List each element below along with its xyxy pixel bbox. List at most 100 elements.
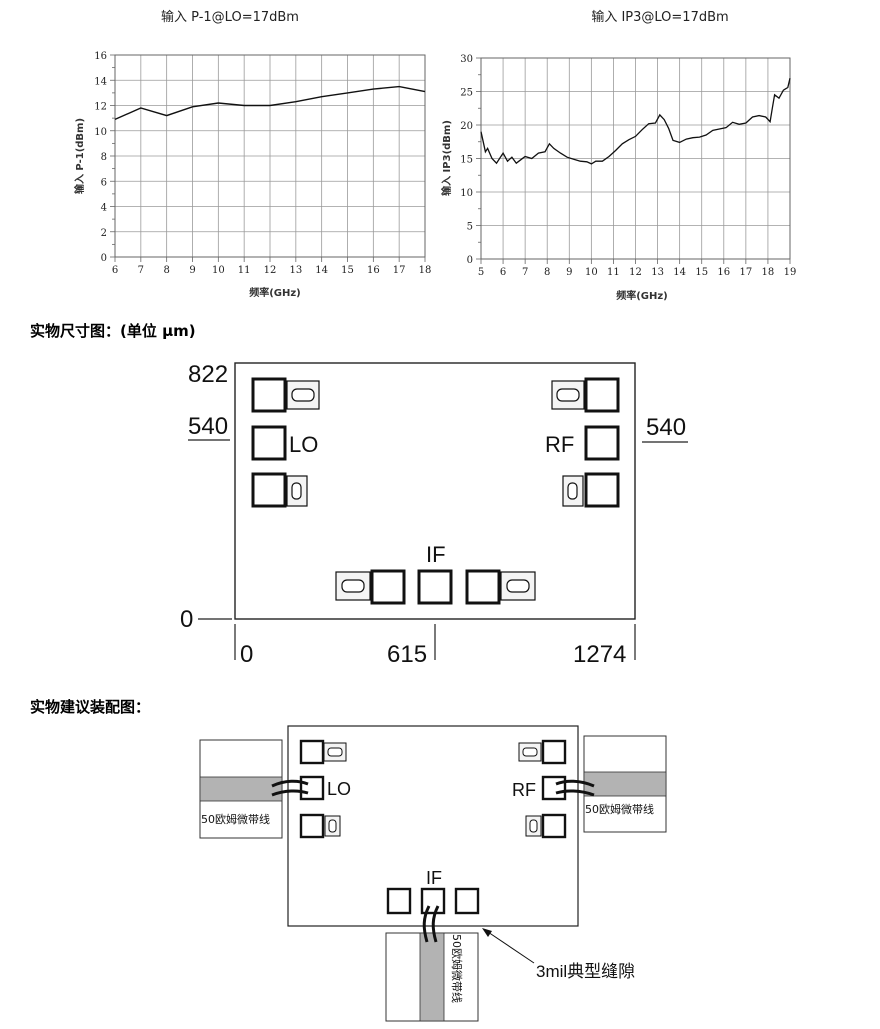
pin-lo-label: LO [327, 779, 351, 799]
chart1-xtick-label: 17 [393, 265, 406, 276]
chart1-xtick-label: 7 [138, 265, 144, 276]
cap-rf-top-inner [522, 747, 538, 757]
chart2-series-line [480, 77, 791, 165]
bondwire-if-2 [431, 905, 440, 943]
dim-right-540: 540 [646, 414, 686, 441]
chart1-ytick-label: 12 [94, 102, 107, 113]
chart2-xlabel: 频率(GHz) [616, 289, 668, 302]
pad-rf-top [584, 377, 620, 413]
chart2-ytick-label: 0 [467, 255, 473, 266]
bondwire-lo-2 [271, 789, 309, 797]
bondwire-lo-1 [271, 779, 309, 788]
chart1-xtick-label: 9 [189, 265, 195, 276]
chart2-grid [480, 57, 791, 260]
chart2-ytick-label: 30 [460, 54, 473, 65]
dim-zero-y: 0 [180, 606, 193, 633]
chart1-ylabel: 输入 P-1(dBm) [73, 118, 86, 194]
chart1-xtick-label: 8 [163, 265, 169, 276]
microstrip-right-label: 50欧姆微带线 [585, 802, 654, 816]
chart2-xtick-label: 9 [566, 267, 572, 278]
chart2-xtick-label: 18 [762, 267, 775, 278]
bondwire-rf-1 [555, 779, 595, 788]
pad-rf-bottom [541, 813, 567, 839]
chart2-ytick-label: 10 [460, 188, 473, 199]
pad-if [417, 569, 453, 605]
cap-rf-top-inner [556, 388, 580, 402]
pin-if-label: IF [426, 868, 442, 888]
chart2-xtick-label: 16 [717, 267, 730, 278]
microstrip-bottom-line [419, 932, 445, 1022]
cap-if-left-inner [341, 579, 365, 593]
chart2-xtick-label: 14 [673, 267, 686, 278]
chart1-xlabel: 频率(GHz) [249, 286, 301, 299]
chart1-xtick-label: 14 [315, 265, 328, 276]
dim-right-1274: 1274 [573, 641, 626, 668]
chart2-ylabel: 输入 IP3(dBm) [440, 120, 453, 196]
chart1-xtick-label: 12 [264, 265, 277, 276]
microstrip-left-line [199, 776, 283, 802]
dim-left-540: 540 [188, 413, 228, 440]
chart2-xtick-label: 6 [500, 267, 506, 278]
pad-rf [584, 425, 620, 461]
cap-lo-top-inner [291, 388, 315, 402]
chart2-ytick-label: 5 [467, 222, 473, 233]
chart1-ytick-label: 14 [94, 76, 107, 87]
chart1-xtick-label: 10 [212, 265, 225, 276]
chart1-ytick-label: 0 [101, 253, 107, 264]
chart2-xtick-label: 19 [784, 267, 797, 278]
cap-lo-bottom-inner [328, 819, 337, 833]
gap-label: 3mil典型缝隙 [536, 962, 635, 981]
assembly-section-title: 实物建议装配图： [30, 698, 151, 716]
pad-if-left [370, 569, 406, 605]
dimension-drawing: 822 540 540 0 0 615 1274 LO RF IF [180, 361, 688, 668]
dim-zero-x: 0 [240, 641, 253, 668]
chart2-xtick-label: 17 [739, 267, 752, 278]
pad-if-right [465, 569, 501, 605]
pad-lo-bottom [251, 472, 287, 508]
chart1-ytick-label: 10 [94, 127, 107, 138]
pin-lo-label: LO [289, 432, 318, 457]
bondwire-if-1 [422, 905, 431, 943]
pad-rf-top [541, 739, 567, 765]
gap-arrow-head [482, 928, 492, 937]
gap-arrow-line [484, 929, 535, 964]
cap-lo-top-inner [327, 747, 343, 757]
pad-lo-top [299, 739, 325, 765]
assembly-drawing: 50欧姆微带线 50欧姆微带线 50欧姆微带线 LO RF IF 3mil典型缝… [199, 725, 667, 1022]
chart1-xtick-label: 15 [341, 265, 354, 276]
chart1-ytick-label: 16 [94, 51, 107, 62]
chart2-ytick-label: 15 [460, 155, 473, 166]
pad-lo-top [251, 377, 287, 413]
chart2-xtick-label: 15 [695, 267, 708, 278]
cap-lo-bottom-inner [291, 482, 302, 500]
pad-if-right [454, 887, 480, 915]
chart2-xtick-label: 5 [478, 267, 484, 278]
chart1-xtick-label: 16 [367, 265, 380, 276]
chart2-ytick-label: 25 [460, 88, 473, 99]
dim-top-822: 822 [188, 361, 228, 388]
cap-rf-bottom-inner [529, 819, 538, 833]
chart1-xtick-label: 13 [289, 265, 302, 276]
chart1-xtick-label: 6 [112, 265, 118, 276]
chart1-xtick-label: 11 [238, 265, 251, 276]
dimension-section-title: 实物尺寸图：(单位 μm) [30, 322, 196, 340]
cap-rf-bottom-inner [567, 482, 578, 500]
bondwire-rf-2 [555, 789, 595, 797]
pad-lo [299, 775, 325, 801]
pad-rf-bottom [584, 472, 620, 508]
cap-if-right-inner [506, 579, 530, 593]
pin-rf-label: RF [512, 780, 536, 800]
chart2-ytick-label: 20 [460, 121, 473, 132]
pin-if-label: IF [426, 542, 446, 567]
pad-if [420, 887, 446, 915]
chart1-title: 输入 P-1@LO=17dBm [161, 10, 299, 25]
chart2-xtick-label: 10 [585, 267, 598, 278]
chart2-xtick-label: 8 [544, 267, 550, 278]
microstrip-right-line [583, 771, 667, 797]
microstrip-bottom-label: 50欧姆微带线 [450, 934, 464, 1003]
chart2-xtick-label: 7 [522, 267, 528, 278]
chart2-xtick-label: 11 [607, 267, 620, 278]
